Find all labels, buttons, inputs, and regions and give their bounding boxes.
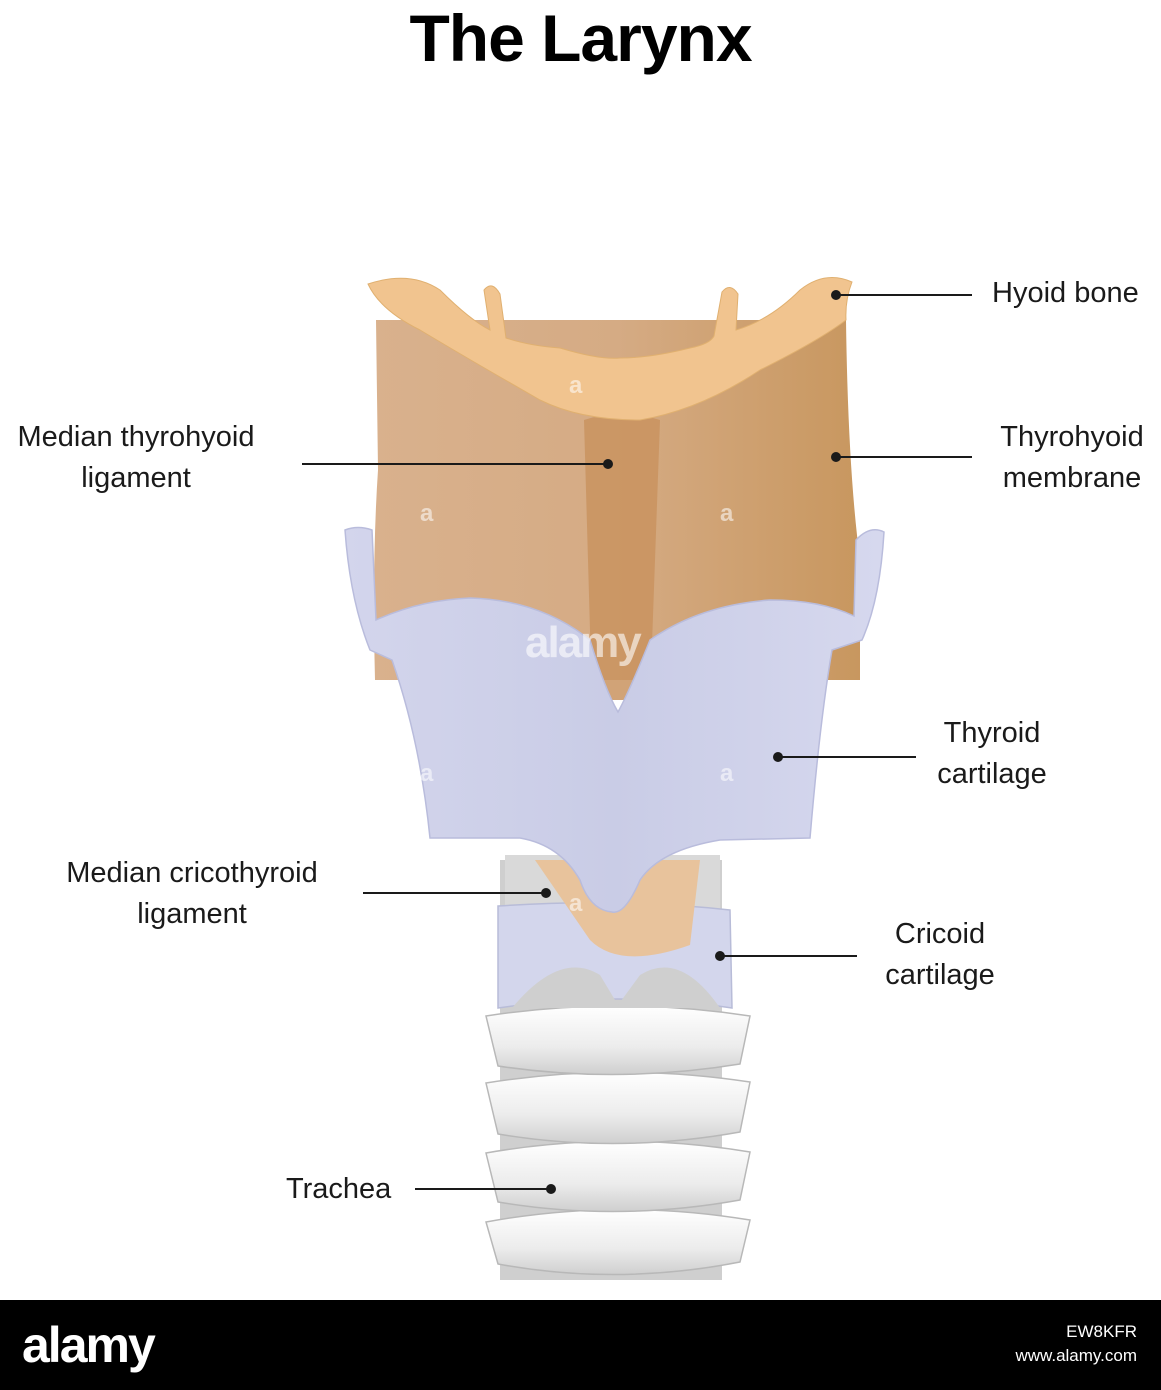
trachea-ring (485, 1071, 751, 1145)
trachea-ring (485, 1208, 751, 1276)
label-line: cartilage (937, 758, 1047, 790)
larynx-diagram (302, 277, 972, 1280)
pointer-dot-cricoid-cartilage (715, 951, 725, 961)
footer-logo: alamy (22, 1317, 156, 1373)
pointer-dot-hyoid-bone (831, 290, 841, 300)
label-line: Trachea (286, 1173, 392, 1205)
label-cricoid-cartilage: Cricoid cartilage (872, 914, 1008, 996)
watermark: alamy (525, 618, 642, 667)
watermark-mark: a (720, 760, 734, 787)
page-title: The Larynx (409, 1, 752, 75)
label-line: Thyrohyoid (1000, 421, 1144, 453)
watermark-mark: a (420, 500, 434, 527)
trachea (485, 1005, 751, 1276)
pointer-dot-trachea (546, 1184, 556, 1194)
label-line: Median thyrohyoid (17, 421, 255, 453)
watermark-mark: a (420, 760, 434, 787)
pointer-dot-thyrohyoid-membrane (831, 452, 841, 462)
footer-image-id: EW8KFR (1066, 1322, 1137, 1341)
footer-image-info: EW8KFR www.alamy.com (1015, 1320, 1137, 1368)
trachea-ring (485, 1005, 751, 1076)
label-line: ligament (81, 462, 191, 494)
watermark-mark: a (569, 372, 583, 399)
hyoid-bone (367, 277, 853, 421)
footer-bar: alamy EW8KFR www.alamy.com (0, 1300, 1161, 1390)
label-line: cartilage (885, 959, 995, 991)
label-hyoid-bone: Hyoid bone (992, 273, 1139, 314)
cricoid-arch (512, 967, 720, 1008)
label-line: Hyoid bone (992, 277, 1139, 309)
thyroid-cartilage (344, 526, 885, 913)
median-thyrohyoid-ligament-band (584, 414, 660, 700)
label-line: membrane (1002, 462, 1142, 494)
footer-site: www.alamy.com (1015, 1346, 1137, 1365)
label-line: ligament (137, 898, 247, 930)
pointer-dot-median-thyrohyoid-ligament (603, 459, 613, 469)
trachea-ring (485, 1140, 751, 1213)
label-line: Median cricothyroid (66, 857, 318, 889)
label-median-thyrohyoid-ligament: Median thyrohyoid ligament (0, 417, 272, 499)
label-line: Cricoid (894, 918, 986, 950)
label-thyroid-cartilage: Thyroid cartilage (924, 713, 1060, 795)
pointer-dot-median-cricothyroid-ligament (541, 888, 551, 898)
label-median-cricothyroid-ligament: Median cricothyroid ligament (44, 853, 340, 935)
pointer-dot-thyroid-cartilage (773, 752, 783, 762)
watermark-mark: a (720, 500, 734, 527)
label-line: Thyroid (943, 717, 1041, 749)
label-trachea: Trachea (286, 1169, 391, 1210)
watermark-mark: a (569, 890, 583, 917)
leader-lines (302, 290, 972, 1194)
label-thyrohyoid-membrane: Thyrohyoid membrane (984, 417, 1160, 499)
